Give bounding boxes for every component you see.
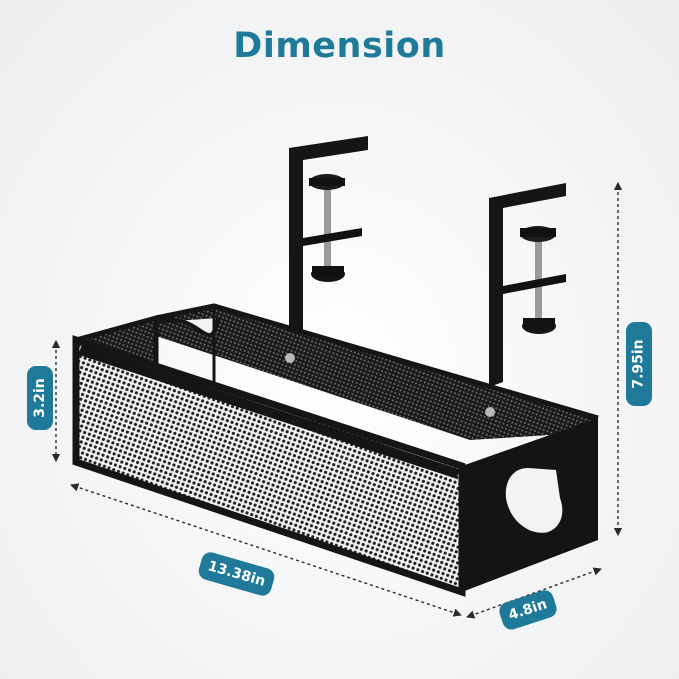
left-clamp-arm (303, 228, 362, 246)
total-height-label: 7.95in (631, 339, 647, 389)
width-label: 4.8in (506, 596, 550, 624)
page-title: Dimension (233, 26, 446, 66)
total-height-badge: 7.95in (626, 322, 652, 406)
right-desk-clamp (489, 183, 566, 387)
height-label: 3.2in (32, 378, 49, 418)
length-dimension-line (70, 483, 462, 617)
left-clamp-screw (324, 176, 331, 276)
bolt-right (485, 407, 495, 417)
basket-right-panel (462, 418, 598, 592)
height-badge: 3.2in (27, 366, 53, 430)
right-clamp-screw (535, 230, 542, 324)
right-clamp-arm (503, 274, 566, 294)
bolt-left (285, 353, 295, 363)
